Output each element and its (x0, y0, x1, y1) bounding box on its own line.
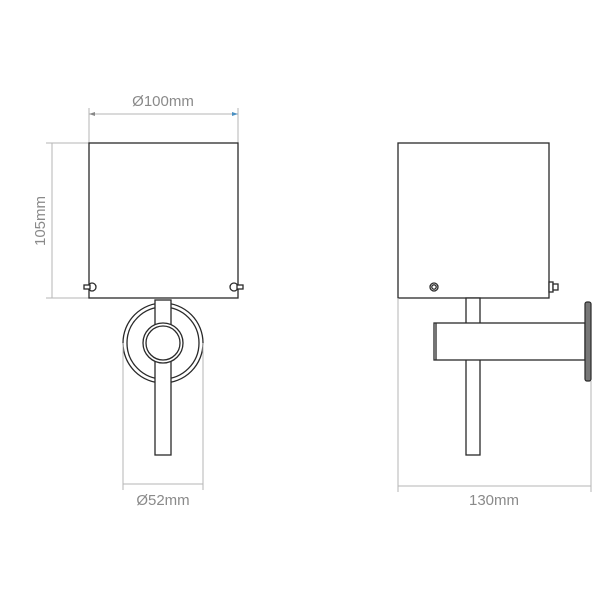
base-label: Ø52mm (136, 492, 189, 509)
lamp-shade (88, 142, 239, 299)
screw-icon (83, 282, 97, 292)
lamp-shade-side (397, 142, 550, 299)
arm-end-inner (145, 325, 181, 361)
height-label: 105mm (32, 196, 49, 246)
arrow-right-icon (232, 112, 238, 116)
knob-icon (548, 281, 559, 293)
width-label: Ø100mm (132, 93, 194, 110)
side-view: 130mm (397, 142, 592, 509)
arrow-left-icon (89, 112, 95, 116)
depth-label: 130mm (469, 492, 519, 509)
front-view: Ø100mm 105mm Ø52mm (32, 93, 244, 509)
lamp-stem-side (465, 297, 481, 456)
wall-mount-plate (584, 301, 592, 382)
screw-icon (229, 282, 244, 292)
wall-arm (433, 322, 586, 361)
screw-icon (429, 282, 439, 292)
